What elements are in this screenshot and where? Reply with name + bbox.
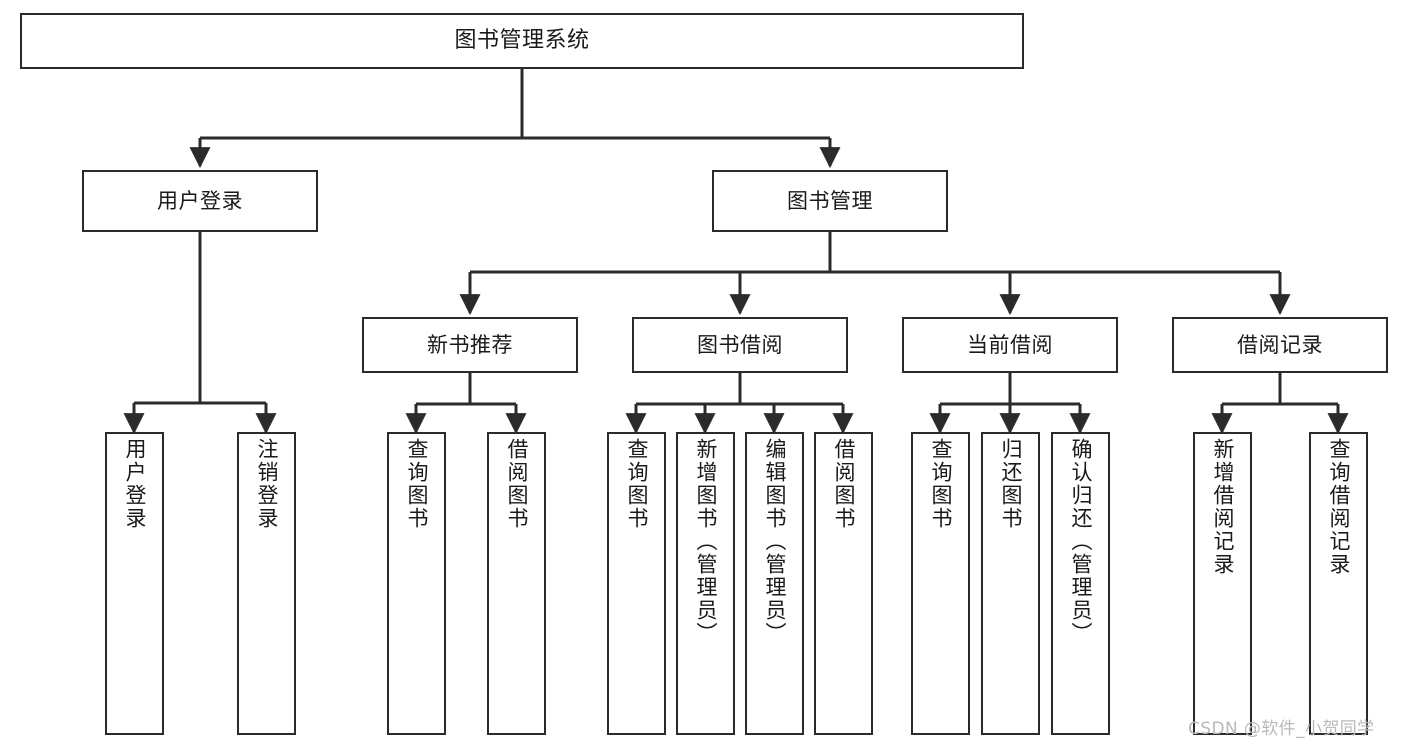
node-book-management[interactable]: 图书管理 <box>712 170 948 232</box>
node-label: 查询图书 <box>929 438 953 530</box>
leaf-borrow-book-2[interactable]: 借阅图书 <box>814 432 873 735</box>
node-label: 新书推荐 <box>427 332 513 357</box>
node-label: 借阅记录 <box>1237 332 1323 357</box>
node-label: 查询图书 <box>625 438 649 530</box>
node-label: 当前借阅 <box>967 332 1053 357</box>
node-label: 查询借阅记录 <box>1327 438 1351 576</box>
node-label: 借阅图书 <box>505 438 529 530</box>
node-label: 用户登录 <box>157 188 243 213</box>
node-book-borrowing[interactable]: 图书借阅 <box>632 317 848 373</box>
node-label: 新增借阅记录 <box>1211 438 1235 576</box>
leaf-user-login[interactable]: 用户登录 <box>105 432 164 735</box>
leaf-query-book-3[interactable]: 查询图书 <box>911 432 970 735</box>
node-label: 编辑图书（管理员） <box>763 438 787 645</box>
leaf-query-book-2[interactable]: 查询图书 <box>607 432 666 735</box>
node-label: 借阅图书 <box>832 438 856 530</box>
leaf-borrow-book-1[interactable]: 借阅图书 <box>487 432 546 735</box>
node-new-book-recommendation[interactable]: 新书推荐 <box>362 317 578 373</box>
leaf-add-book[interactable]: 新增图书（管理员） <box>676 432 735 735</box>
node-root-book-management-system[interactable]: 图书管理系统 <box>20 13 1024 69</box>
leaf-add-borrow-record[interactable]: 新增借阅记录 <box>1193 432 1252 735</box>
node-user-login[interactable]: 用户登录 <box>82 170 318 232</box>
node-label: 图书管理 <box>787 188 873 213</box>
node-label: 图书管理系统 <box>454 28 590 54</box>
node-borrowing-record[interactable]: 借阅记录 <box>1172 317 1388 373</box>
node-label: 图书借阅 <box>697 332 783 357</box>
node-label: 用户登录 <box>123 438 147 530</box>
node-current-borrowing[interactable]: 当前借阅 <box>902 317 1118 373</box>
leaf-confirm-return[interactable]: 确认归还（管理员） <box>1051 432 1110 735</box>
node-label: 归还图书 <box>999 438 1023 530</box>
node-label: 确认归还（管理员） <box>1069 438 1093 645</box>
leaf-query-book-1[interactable]: 查询图书 <box>387 432 446 735</box>
node-label: 注销登录 <box>255 438 279 530</box>
node-label: 查询图书 <box>405 438 429 530</box>
leaf-logout[interactable]: 注销登录 <box>237 432 296 735</box>
leaf-edit-book[interactable]: 编辑图书（管理员） <box>745 432 804 735</box>
leaf-return-book[interactable]: 归还图书 <box>981 432 1040 735</box>
node-label: 新增图书（管理员） <box>694 438 718 645</box>
watermark-text: CSDN @软件_小贺同学 <box>1188 719 1375 739</box>
leaf-query-borrow-record[interactable]: 查询借阅记录 <box>1309 432 1368 735</box>
